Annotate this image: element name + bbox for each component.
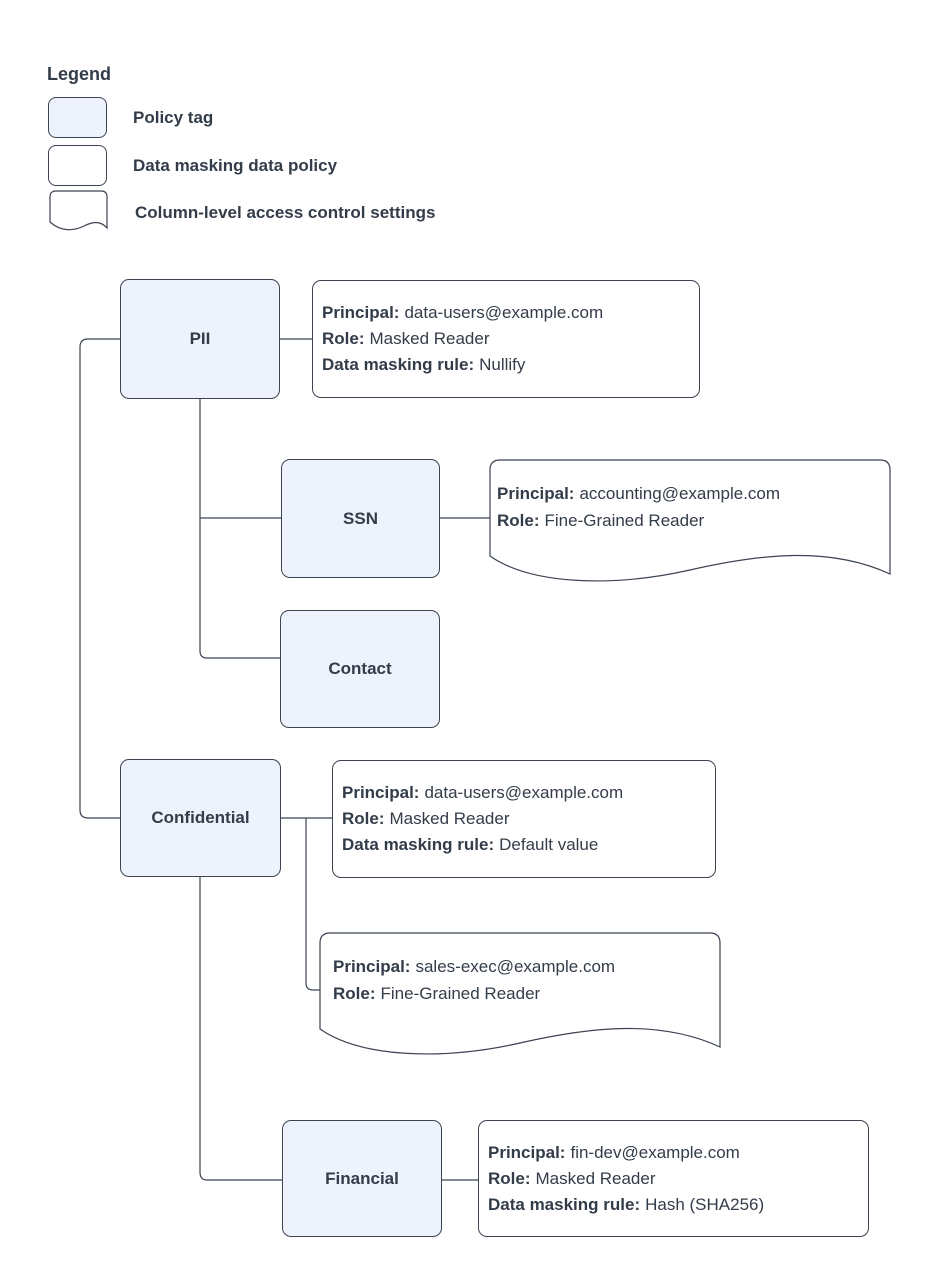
legend-item-label: Column-level access control settings — [135, 202, 436, 222]
policy-rule-line: Data masking rule:Nullify — [322, 352, 691, 378]
policy-tag-swatch — [48, 97, 107, 138]
legend-item-label: Policy tag — [133, 107, 214, 127]
legend-item-policy-tag: Policy tag — [48, 97, 213, 138]
role-value: Fine-Grained Reader — [544, 511, 705, 530]
principal-label: Principal: — [488, 1142, 566, 1162]
policy-tag-confidential: Confidential — [120, 759, 281, 877]
policy-tag-label: PII — [189, 329, 211, 348]
policy-role-line: Role:Masked Reader — [322, 326, 691, 352]
rule-label: Data masking rule: — [322, 355, 475, 374]
role-label: Role: — [497, 511, 540, 530]
policy-tag-financial: Financial — [282, 1120, 442, 1237]
principal-label: Principal: — [322, 303, 400, 322]
column-access-shape-ssn — [489, 459, 891, 582]
role-value: Fine-Grained Reader — [380, 984, 541, 1003]
data-policy-confidential: Principal:data-users@example.com Role:Ma… — [332, 760, 716, 878]
principal-value: data-users@example.com — [424, 783, 624, 802]
data-policy-financial: Principal:fin-dev@example.com Role:Maske… — [478, 1120, 869, 1237]
connector-confidential-financial — [199, 877, 282, 1181]
column-access-settings-swatch — [49, 190, 108, 231]
policy-tag-label: SSN — [343, 508, 378, 528]
data-masking-policy-swatch — [48, 145, 107, 186]
policy-tag-label: Confidential — [151, 808, 250, 827]
connector-pii-contact — [199, 399, 280, 659]
policy-tag-ssn: SSN — [281, 459, 440, 578]
principal-value: data-users@example.com — [404, 303, 604, 322]
legend-item-label: Data masking data policy — [133, 155, 338, 175]
policy-rule-line: Data masking rule:Default value — [342, 832, 707, 858]
connector-confidential-settings — [305, 818, 320, 991]
column-access-text-confidential: Principal:sales-exec@example.com Role:Fi… — [333, 953, 615, 1007]
role-value: Masked Reader — [369, 329, 490, 348]
data-policy-pii: Principal:data-users@example.com Role:Ma… — [312, 280, 700, 398]
principal-label: Principal: — [333, 957, 411, 976]
policy-tag-contact: Contact — [280, 610, 440, 728]
policy-tag-label: Contact — [328, 659, 392, 678]
role-label: Role: — [488, 1168, 531, 1188]
role-label: Role: — [333, 984, 376, 1003]
rule-label: Data masking rule: — [342, 835, 495, 854]
role-value: Masked Reader — [389, 809, 510, 828]
rule-label: Data masking rule: — [488, 1194, 641, 1214]
rule-value: Hash (SHA256) — [645, 1194, 765, 1214]
legend-title: Legend — [47, 64, 112, 84]
policy-rule-line: Data masking rule:Hash (SHA256) — [488, 1192, 860, 1218]
policy-principal-line: Principal:fin-dev@example.com — [488, 1140, 860, 1166]
role-label: Role: — [322, 329, 365, 348]
principal-label: Principal: — [497, 484, 575, 503]
rule-value: Nullify — [479, 355, 526, 374]
column-access-shape-confidential — [319, 932, 721, 1055]
policy-role-line: Role:Masked Reader — [342, 806, 707, 832]
connector-pii-confidential — [79, 338, 120, 819]
legend-item-column-access-settings: Column-level access control settings — [48, 190, 436, 233]
policy-principal-line: Principal:accounting@example.com — [497, 480, 780, 507]
policy-role-line: Role:Fine-Grained Reader — [333, 980, 615, 1007]
principal-value: accounting@example.com — [579, 484, 781, 503]
principal-label: Principal: — [342, 783, 420, 802]
principal-value: sales-exec@example.com — [415, 957, 616, 976]
policy-principal-line: Principal:sales-exec@example.com — [333, 953, 615, 980]
policy-role-line: Role:Fine-Grained Reader — [497, 507, 780, 534]
policy-tag-pii: PII — [120, 279, 280, 399]
role-label: Role: — [342, 809, 385, 828]
policy-tag-label: Financial — [325, 1168, 399, 1188]
policy-role-line: Role:Masked Reader — [488, 1166, 860, 1192]
policy-principal-line: Principal:data-users@example.com — [342, 780, 707, 806]
legend-item-data-masking-policy: Data masking data policy — [48, 145, 337, 186]
role-value: Masked Reader — [535, 1168, 656, 1188]
rule-value: Default value — [499, 835, 599, 854]
principal-value: fin-dev@example.com — [570, 1142, 740, 1162]
policy-principal-line: Principal:data-users@example.com — [322, 300, 691, 326]
column-access-text-ssn: Principal:accounting@example.com Role:Fi… — [497, 480, 780, 534]
